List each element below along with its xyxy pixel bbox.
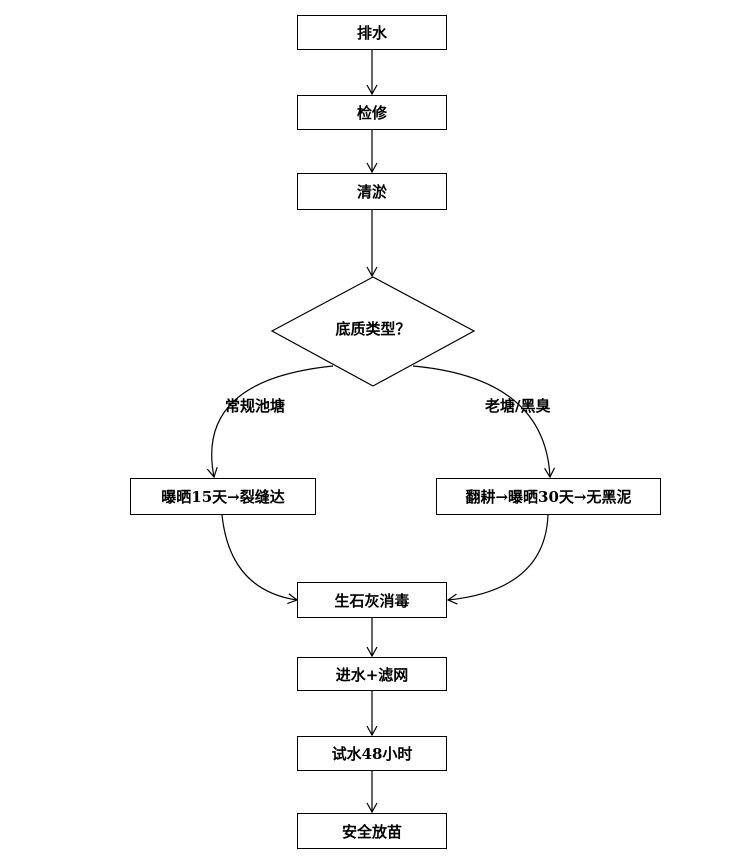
node-desilt: 清淤 <box>297 173 447 210</box>
node-water-in-filter: 进水+滤网 <box>297 657 447 691</box>
node-trial-water-48h: 试水48小时 <box>297 736 447 771</box>
decision-diamond <box>270 276 476 387</box>
node-till-sun-30-days: 翻耕→曝晒30天→无黑泥 <box>436 478 661 515</box>
node-drain: 排水 <box>297 15 447 50</box>
node-lime-disinfect: 生石灰消毒 <box>297 582 447 618</box>
node-decision-label: 底质类型？ <box>335 320 411 338</box>
node-safe-stocking: 安全放苗 <box>297 813 447 849</box>
branch-label-right: 老塘/黑臭 <box>485 397 551 415</box>
arrow-left-branch-to-lime <box>221 514 299 605</box>
branch-label-left: 常规池塘 <box>225 397 286 415</box>
node-sun-dry-15-days: 曝晒15天→裂缝达 <box>130 478 316 515</box>
arrow-right-branch-to-lime <box>446 514 549 605</box>
node-repair: 检修 <box>297 95 447 130</box>
arrow-decision-to-right-branch <box>412 365 556 479</box>
arrow-decision-to-left-branch <box>206 365 334 479</box>
